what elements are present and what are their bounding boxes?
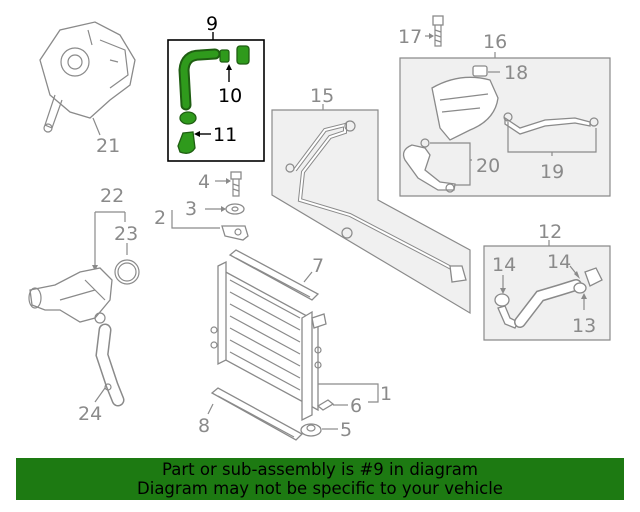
callout-14b: 14 (547, 251, 571, 273)
connector-9 (236, 45, 250, 65)
callout-20: 20 (476, 155, 500, 177)
callout-2a: 2 (154, 207, 166, 229)
part-9-box: 9 10 11 (167, 13, 265, 162)
callout-5: 5 (340, 419, 352, 441)
callout-9: 9 (206, 13, 218, 35)
callout-1: 1 (380, 383, 392, 405)
callout-6: 6 (350, 395, 362, 417)
callout-8: 8 (198, 415, 210, 437)
part-17-bolt: 17 (398, 15, 444, 48)
part-7-upper-insulator: 7 (228, 249, 324, 301)
part-2-3-4-bracket: 4 3 2 (154, 171, 249, 241)
clamp-10 (219, 49, 230, 63)
banner-line-2: Diagram may not be specific to your vehi… (137, 479, 503, 498)
part-15-hose-box: 15 (271, 85, 471, 315)
callout-3: 3 (185, 198, 197, 220)
callout-13: 13 (572, 315, 596, 337)
callout-18: 18 (504, 62, 528, 84)
part-12-box: 12 14 14 13 (483, 221, 611, 341)
clamp-upper (179, 111, 197, 125)
callout-10: 10 (218, 85, 242, 107)
part-22-inlet-hose: 22 23 24 (28, 185, 140, 425)
callout-17: 17 (398, 26, 422, 48)
callout-12: 12 (538, 221, 562, 243)
info-banner: Part or sub-assembly is #9 in diagram Di… (16, 458, 624, 500)
callout-22: 22 (100, 185, 124, 207)
callout-16: 16 (483, 31, 507, 53)
part-8-lower-insulator: 8 (198, 387, 304, 441)
hose-9-lower (177, 131, 196, 154)
callout-11: 11 (213, 124, 237, 146)
callout-19: 19 (540, 161, 564, 183)
banner-line-1: Part or sub-assembly is #9 in diagram (162, 460, 478, 479)
part-21-housing: 21 (39, 21, 136, 157)
callout-4: 4 (198, 171, 210, 193)
part-1-radiator: 1 6 5 (210, 260, 392, 441)
part-16-reservoir-box: 16 18 20 19 (399, 31, 611, 197)
callout-14a: 14 (492, 254, 516, 276)
callout-7: 7 (312, 255, 324, 277)
callout-23: 23 (114, 223, 138, 245)
callout-21: 21 (96, 135, 120, 157)
callout-24: 24 (78, 403, 102, 425)
callout-15: 15 (310, 85, 334, 107)
